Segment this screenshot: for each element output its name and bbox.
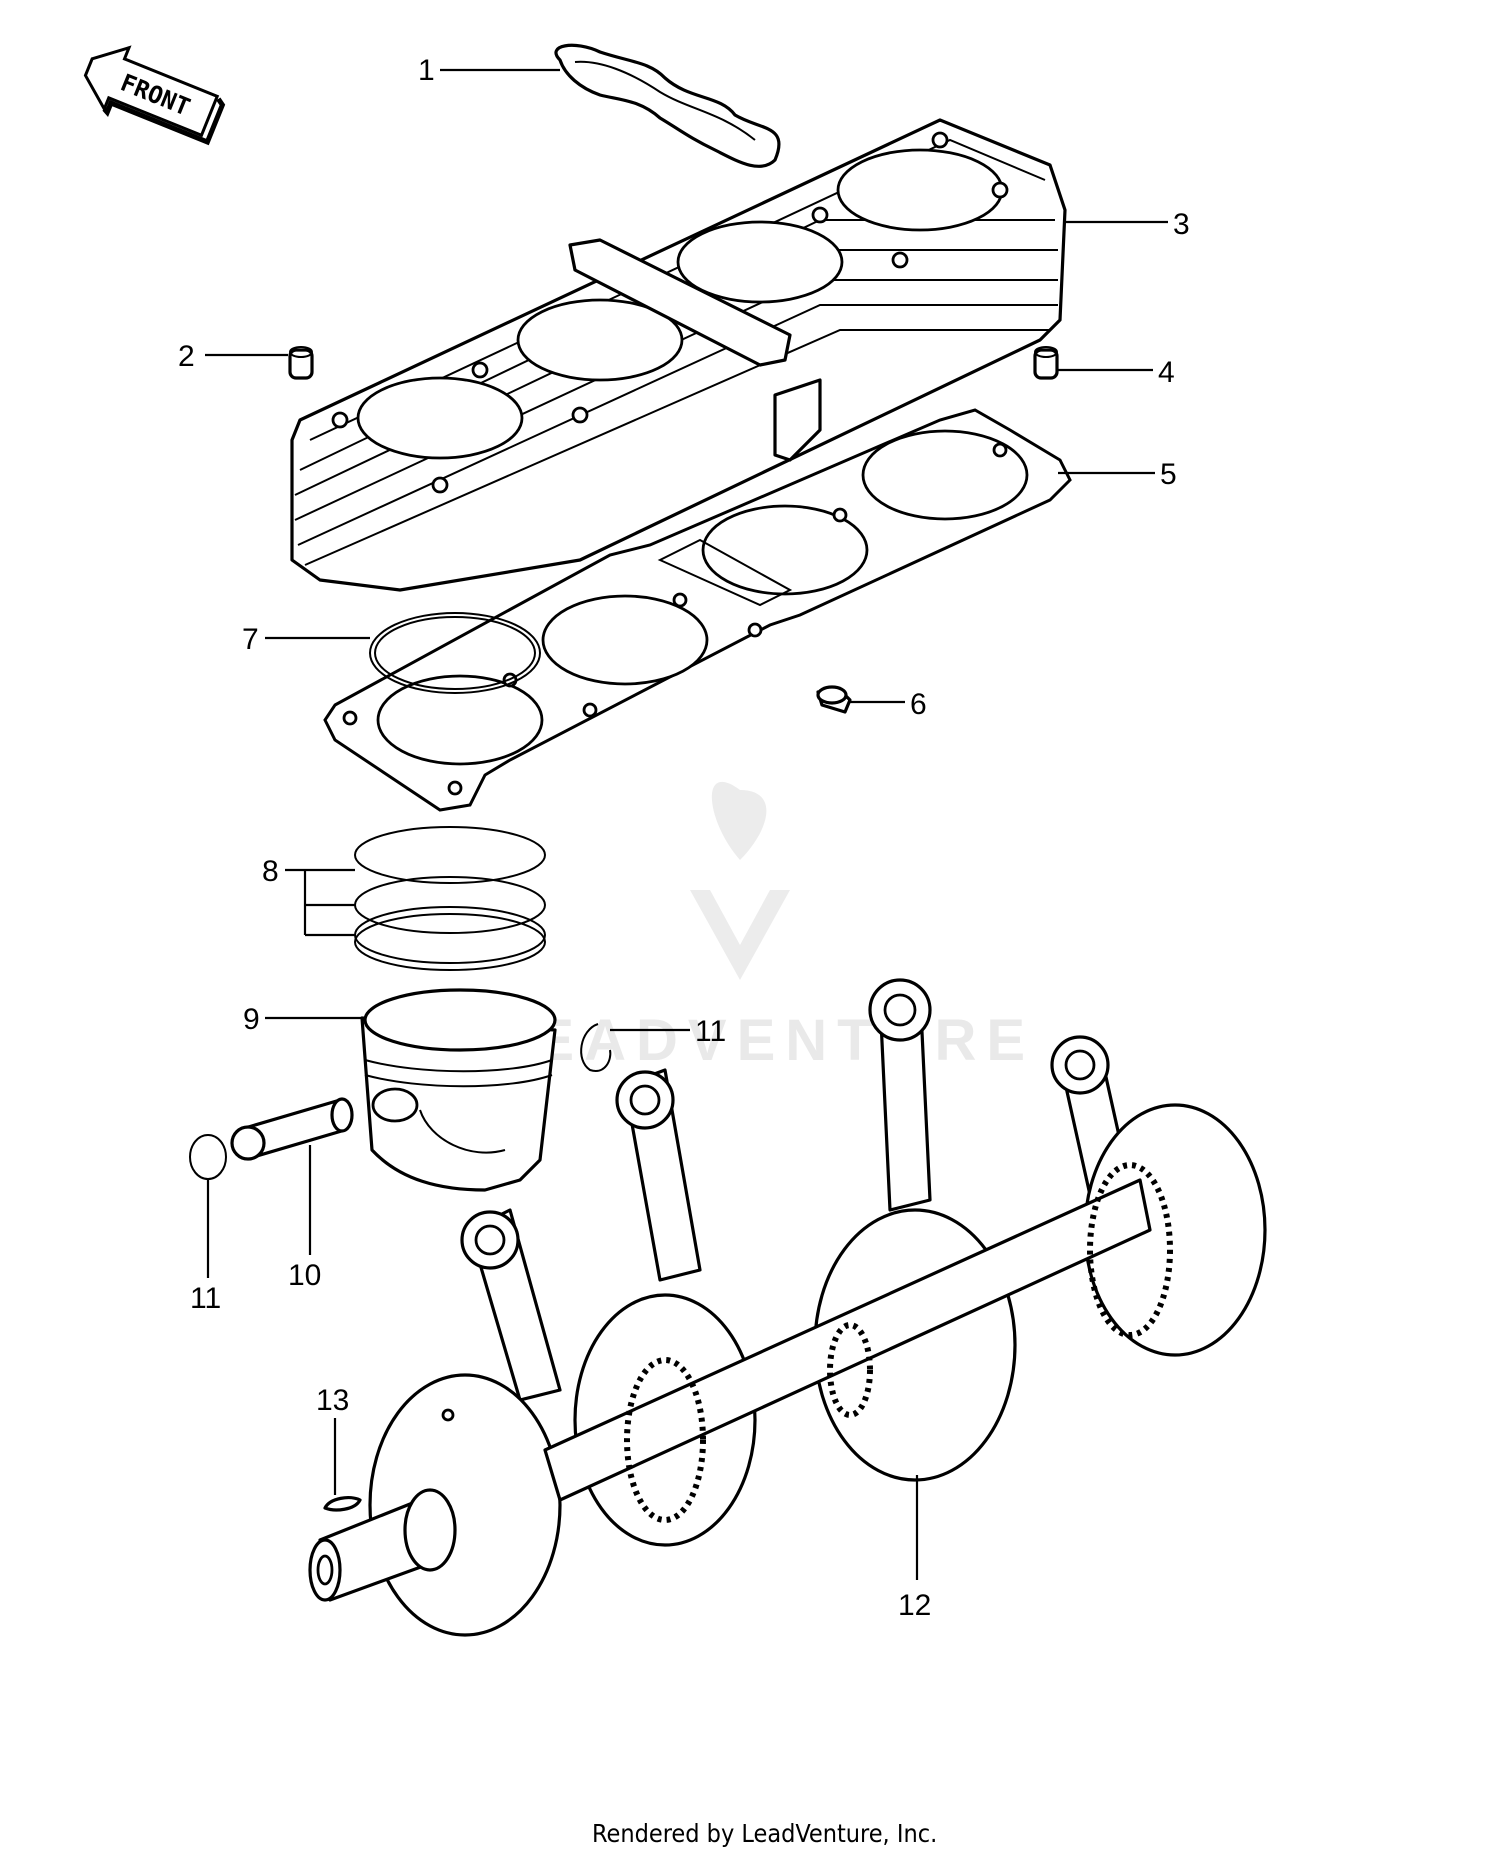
callout-3: 3 [1173,208,1190,241]
dowel-pin-left [288,346,314,380]
callout-9: 9 [243,1003,260,1036]
leadventure-watermark-logo: LEADVENTURE [490,781,1035,1073]
callout-7: 7 [242,623,259,656]
callout-11-right: 11 [695,1015,726,1048]
crankshaft-assembly [308,978,1267,1637]
callout-1: 1 [418,54,435,87]
footer-credit: Rendered by LeadVenture, Inc. [592,1819,937,1848]
callout-10: 10 [288,1259,321,1292]
callout-8: 8 [262,855,279,888]
cover-gasket [554,43,781,168]
piston [360,988,557,1192]
front-arrow-icon: FRONT [83,45,226,146]
o-ring [369,612,541,694]
leader-lines [205,68,1168,1580]
piston-pin [230,1097,354,1161]
circlip-right [580,1023,612,1072]
rubber-cap [816,685,852,714]
watermark-text: LEADVENTURE [490,1008,1035,1073]
callout-5: 5 [1160,458,1177,491]
cylinder-base-gasket [323,408,1072,812]
callout-11-left: 11 [190,1282,221,1315]
dowel-pin-right [1033,346,1059,380]
callout-4: 4 [1158,356,1175,389]
woodruff-key [323,1496,362,1512]
callout-2: 2 [178,340,195,373]
callout-labels: 1 2 3 4 5 6 7 8 9 10 11 11 12 13 [178,54,1190,1622]
cylinder-block [290,118,1067,592]
callout-12: 12 [898,1589,931,1622]
callout-6: 6 [910,688,927,721]
circlip-left [189,1134,227,1180]
callout-13: 13 [316,1384,349,1417]
piston-ring-set [354,826,546,971]
